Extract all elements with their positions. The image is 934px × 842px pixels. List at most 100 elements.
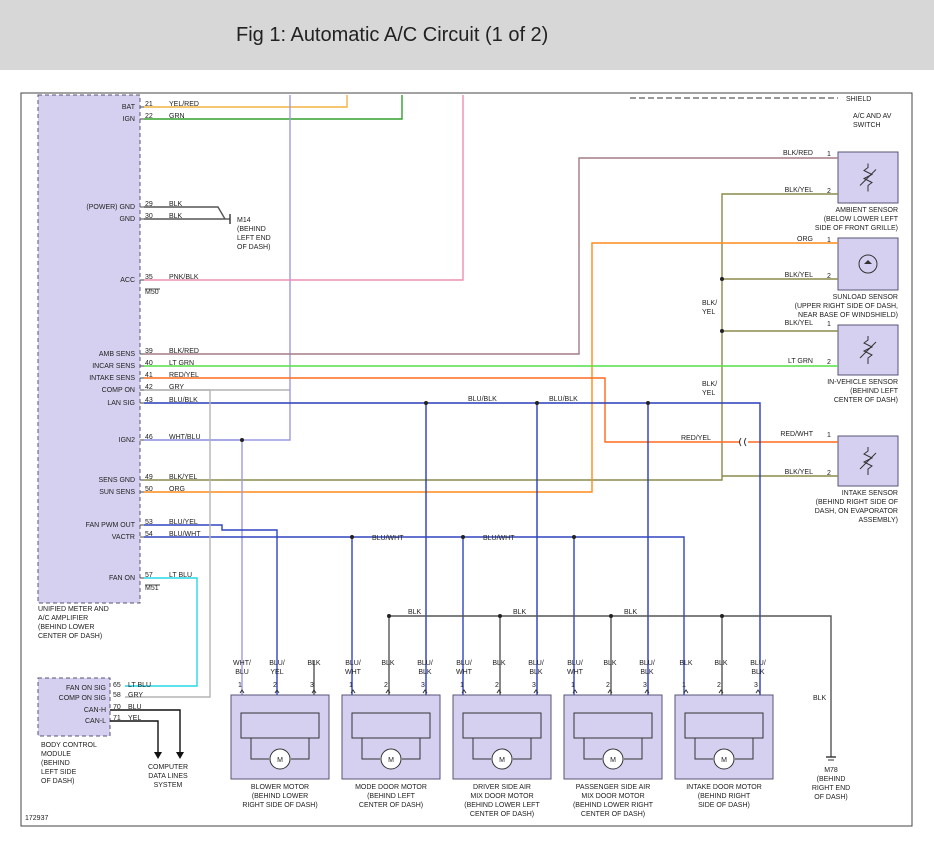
pin-marker	[239, 689, 245, 694]
motor-icon	[602, 748, 624, 770]
motor-pin-number: 1	[460, 682, 464, 689]
amplifier-pin-number: 42	[145, 384, 153, 391]
bus-label-blk: BLK	[408, 609, 422, 616]
motor-internal	[462, 712, 542, 739]
amplifier-pin-name: ACC	[120, 277, 135, 284]
sensor-wire-label: BLK/YEL	[785, 272, 814, 279]
motor-pin-number: 3	[310, 682, 314, 689]
motor-icon: M	[721, 757, 727, 764]
bcm-pin-name: CAN-H	[84, 707, 106, 714]
motor-internal	[694, 738, 713, 760]
diagram-frame	[20, 92, 913, 827]
splice-dot	[498, 614, 502, 618]
data-lines-label: DATA LINES	[148, 773, 188, 780]
amplifier-pin-name: BAT	[122, 104, 136, 111]
pin-marker	[496, 689, 502, 694]
motor-pin-number: 2	[384, 682, 388, 689]
amplifier-wire-label: BLU/BLK	[169, 397, 198, 404]
amplifier-label: UNIFIED METER AND	[38, 606, 109, 613]
motor-label: MIX DOOR MOTOR	[581, 793, 644, 800]
amplifier-pin-number: 21	[145, 101, 153, 108]
wire-yel-red	[144, 95, 348, 108]
sensor-pin-number: 1	[827, 321, 831, 328]
sensor-wire-label: LT GRN	[788, 358, 813, 365]
ground-m78-label: OF DASH)	[814, 794, 847, 801]
splice-dot	[535, 401, 539, 405]
connector-label: M51	[145, 585, 159, 592]
motor-pin-number: 1	[238, 682, 242, 689]
amplifier-pin-name: INCAR SENS	[92, 363, 135, 370]
motor-label: PASSENGER SIDE AIR	[576, 784, 651, 791]
amplifier-pin-name: IGN2	[119, 437, 135, 444]
motor-wire-label: WHT/	[233, 660, 251, 667]
motor-wire-label: BLK	[679, 660, 693, 667]
sensor-wire-label: BLK/YEL	[785, 320, 814, 327]
pin-marker	[350, 689, 356, 694]
bcm-wire-label: BLU	[128, 704, 142, 711]
thermistor-icon	[859, 452, 877, 470]
bcm-pin-name: CAN-L	[85, 718, 106, 725]
ground-m14-label: M14	[237, 217, 251, 224]
pin-marker	[385, 689, 391, 694]
amplifier-pin-number: 30	[145, 213, 153, 220]
amplifier-pin-number: 53	[145, 519, 153, 526]
amplifier-pin-number: 22	[145, 113, 153, 120]
motor-pin-number: 3	[643, 682, 647, 689]
amplifier-pin-number: 39	[145, 348, 153, 355]
motor-icon	[713, 748, 735, 770]
motor-wire-label: BLU/	[417, 660, 433, 667]
motor-pin-number: 2	[717, 682, 721, 689]
amplifier-wire-label: GRN	[169, 113, 185, 120]
sensor-label: AMBIENT SENSOR	[836, 207, 899, 214]
amplifier-wire-label: ORG	[169, 486, 185, 493]
amplifier-wire-label: BLU/YEL	[169, 519, 198, 526]
amplifier-wire-label: RED/YEL	[169, 372, 199, 379]
motor-wire-label: BLK	[418, 669, 432, 676]
wire-grn	[144, 95, 403, 120]
splice-dot	[424, 401, 428, 405]
wire-blk-red	[144, 157, 838, 355]
bus-label-red-yel: RED/YEL	[681, 435, 711, 442]
thermistor-icon	[859, 341, 877, 359]
splice-dot	[572, 535, 576, 539]
motor-wire-label: BLU/	[269, 660, 285, 667]
motor-wire-label: BLK	[381, 660, 395, 667]
motor-label: SIDE OF DASH)	[698, 802, 750, 809]
motor-internal	[291, 738, 310, 760]
arrow-icon	[154, 752, 162, 759]
amplifier-wire-label: YEL/RED	[169, 101, 199, 108]
motor-label: DRIVER SIDE AIR	[473, 784, 531, 791]
motor-label: RIGHT SIDE OF DASH)	[242, 802, 317, 809]
sensor-label: (BEHIND RIGHT SIDE OF	[816, 499, 898, 506]
motor-pin-number: 3	[754, 682, 758, 689]
ground-m78-label: M78	[824, 767, 838, 774]
sensor-label: SIDE OF FRONT GRILLE)	[815, 225, 898, 232]
bus-label-vactr: BLU/WHT	[372, 535, 404, 542]
amplifier-pin-number: 46	[145, 434, 153, 441]
amplifier-pin-name: COMP ON	[102, 387, 135, 394]
pin-marker	[607, 689, 613, 694]
splice-dot	[240, 438, 244, 442]
motor-icon: M	[610, 757, 616, 764]
sensor-pin-number: 1	[827, 432, 831, 439]
sensor-label: CENTER OF DASH)	[834, 397, 898, 404]
bus-label-blk: BLK	[513, 609, 527, 616]
amplifier-wire-label: BLU/WHT	[169, 531, 201, 538]
bus-label-lan: BLU/BLK	[468, 396, 497, 403]
arrow-icon	[176, 752, 184, 759]
motor-label: CENTER OF DASH)	[581, 811, 645, 818]
av-switch-label: SWITCH	[853, 122, 881, 129]
bus-label-vactr: BLU/WHT	[483, 535, 515, 542]
wire-org	[144, 242, 838, 493]
sensor-label: (BEHIND LEFT	[850, 388, 899, 395]
motor-wire-label: BLU/	[345, 660, 361, 667]
amplifier-pin-number: 49	[145, 474, 153, 481]
motor-label: CENTER OF DASH)	[359, 802, 423, 809]
motor-label: (BEHIND RIGHT	[698, 793, 751, 800]
amplifier-pin-number: 40	[145, 360, 153, 367]
ground-m14-label: (BEHIND	[237, 226, 266, 233]
amplifier-pin-name: INTAKE SENS	[89, 375, 135, 382]
motor-pin-number: 2	[606, 682, 610, 689]
pin-marker	[274, 689, 280, 694]
